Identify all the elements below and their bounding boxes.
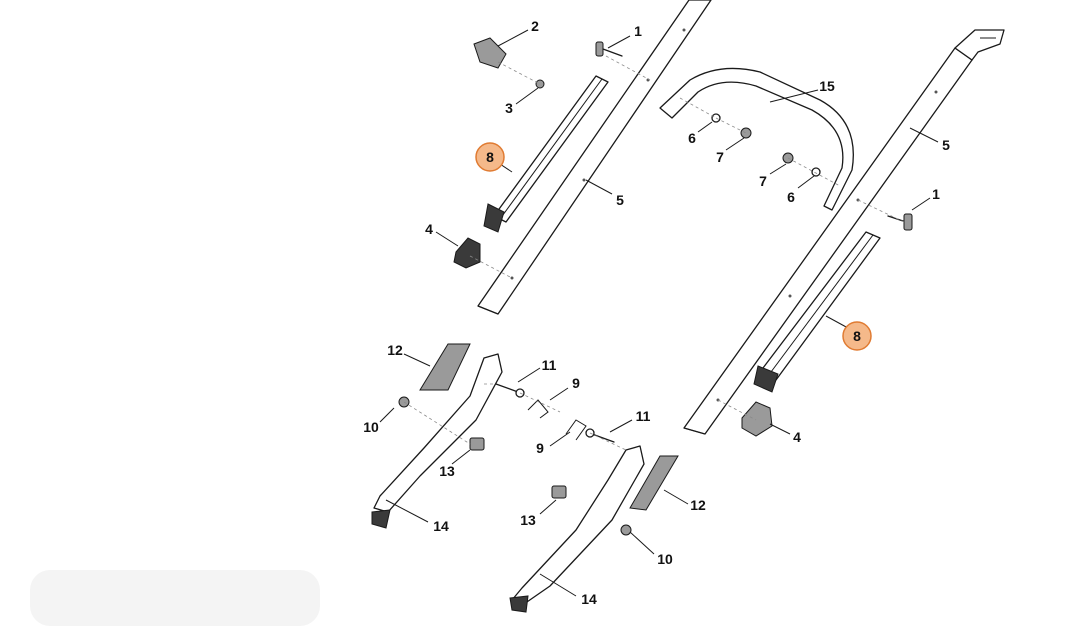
clamp-block-part	[473, 37, 507, 69]
bolt-part-left	[595, 41, 623, 57]
callout-8: 8	[486, 149, 494, 165]
nut-part-right	[620, 524, 632, 536]
cap-part-a	[740, 127, 752, 139]
callout-12: 12	[387, 342, 403, 358]
highlight-circle-part-8-left[interactable]	[475, 142, 505, 172]
callout-3: 3	[505, 100, 513, 116]
callout-9: 9	[536, 440, 544, 456]
callout-6: 6	[787, 189, 795, 205]
right-lower-arm	[509, 445, 645, 613]
callout-11: 11	[636, 408, 651, 424]
right-slide-rail	[753, 231, 881, 393]
bolt-part-13-left	[469, 437, 485, 451]
callout-11: 11	[542, 357, 557, 373]
right-lower-grip	[629, 455, 679, 511]
callout-14: 14	[581, 591, 597, 607]
background-shadow	[30, 570, 320, 626]
leader-lines	[379, 29, 939, 597]
bolt-part-13-right	[551, 485, 567, 499]
callout-2: 2	[531, 18, 539, 34]
washer-part-b	[811, 167, 821, 177]
callout-5: 5	[616, 192, 624, 208]
callout-14: 14	[433, 518, 449, 534]
highlight-circle-part-8-right[interactable]	[842, 321, 872, 351]
left-slide-rail	[483, 75, 609, 233]
spring-clip-part-right	[565, 419, 587, 441]
pin-part-11-left	[495, 383, 525, 398]
callout-1: 1	[634, 23, 642, 39]
top-handle-bar	[659, 67, 854, 211]
assembly-guides	[403, 55, 905, 451]
callout-15: 15	[819, 78, 835, 94]
right-handle-tube	[683, 29, 1005, 435]
left-lower-grip	[419, 343, 471, 391]
callout-9: 9	[572, 375, 580, 391]
left-lower-arm	[371, 353, 503, 529]
knob-part-left	[453, 237, 481, 269]
screw-part	[535, 79, 545, 89]
callout-13: 13	[439, 463, 455, 479]
callout-4: 4	[425, 221, 433, 237]
pin-part-11-right	[585, 428, 615, 443]
callout-7: 7	[716, 149, 724, 165]
callout-7: 7	[759, 173, 767, 189]
callout-labels: 1 1 2 3 4 4 5 5 6 6 7 7 8 8 9 9 10 10 11…	[363, 18, 950, 607]
left-handle-tube	[477, 0, 712, 315]
spring-clip-part-left	[527, 399, 549, 419]
callout-10: 10	[657, 551, 673, 567]
knob-part-right	[741, 401, 773, 437]
callout-10: 10	[363, 419, 379, 435]
callout-12: 12	[690, 497, 706, 513]
callout-4: 4	[793, 429, 801, 445]
callout-13: 13	[520, 512, 536, 528]
callout-6: 6	[688, 130, 696, 146]
callout-1: 1	[932, 186, 940, 202]
callout-5: 5	[942, 137, 950, 153]
callout-8: 8	[853, 328, 861, 344]
